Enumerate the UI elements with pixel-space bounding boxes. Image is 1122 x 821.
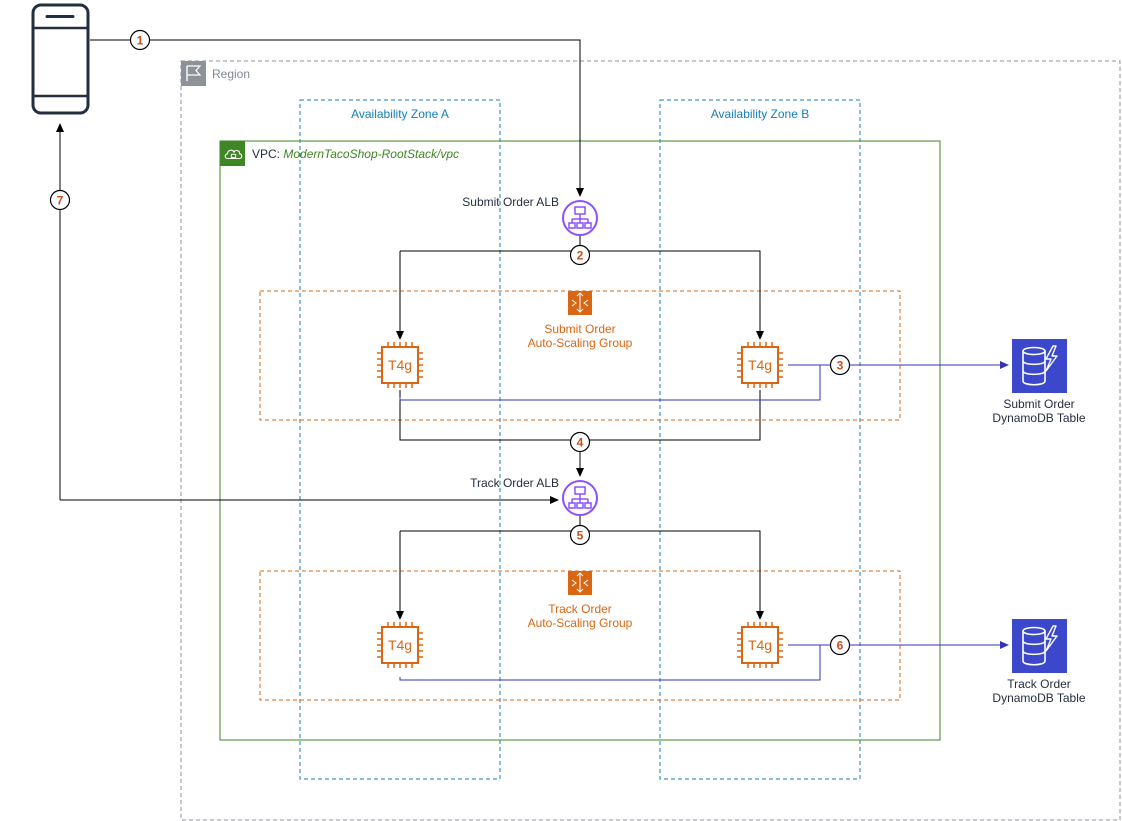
submit-order-alb: Submit Order ALB bbox=[462, 195, 598, 236]
data-lines bbox=[399, 361, 1009, 681]
step-marker-1: 1 bbox=[129, 29, 151, 51]
submit-table-label-line1: Submit Order bbox=[1003, 397, 1074, 411]
instance-type-label: T4g bbox=[388, 357, 412, 373]
track-asg-label-line1: Track Order bbox=[548, 602, 612, 616]
track-data-collect bbox=[399, 644, 821, 681]
region-label: Region bbox=[212, 67, 250, 81]
track-order-dynamodb-table: Track Order DynamoDB Table bbox=[992, 619, 1086, 705]
step-marker-3: 3 bbox=[829, 354, 851, 376]
submit-table-label-line2: DynamoDB Table bbox=[992, 411, 1085, 425]
availability-zone-b: Availability Zone B bbox=[659, 99, 861, 780]
region-flag-icon bbox=[181, 61, 206, 86]
flow-5-right bbox=[400, 530, 764, 620]
instance-type-label: T4g bbox=[388, 637, 412, 653]
submit-asg-label-line1: Submit Order bbox=[544, 322, 615, 336]
ec2-t4g-chip-icon bbox=[377, 622, 423, 668]
region-group: Region bbox=[180, 60, 1121, 821]
submit-data-collect bbox=[399, 364, 821, 401]
zone-a-label: Availability Zone A bbox=[351, 107, 449, 121]
step-number: 4 bbox=[577, 436, 584, 450]
step-number: 5 bbox=[577, 529, 584, 543]
ec2-t4g-chip-icon bbox=[737, 342, 783, 388]
dynamodb-table-icon bbox=[1012, 619, 1067, 673]
application-load-balancer-icon bbox=[562, 200, 598, 236]
zone-b-label: Availability Zone B bbox=[711, 107, 810, 121]
track-table-label-line1: Track Order bbox=[1007, 677, 1071, 691]
vpc-name: ModernTacoShop-RootStack/vpc bbox=[283, 147, 459, 161]
flow-lines bbox=[56, 39, 764, 620]
submit-asg-label-line2: Auto-Scaling Group bbox=[528, 336, 633, 350]
step-number: 3 bbox=[837, 359, 844, 373]
submit-order-asg: Submit Order Auto-Scaling Group bbox=[259, 290, 901, 421]
vpc-cloud-icon bbox=[220, 141, 245, 166]
ec2-t4g-chip-icon bbox=[737, 622, 783, 668]
flow-1-line bbox=[90, 39, 584, 197]
step-marker-6: 6 bbox=[829, 634, 851, 656]
submit-instance-b: T4g bbox=[737, 342, 783, 388]
submit-alb-label: Submit Order ALB bbox=[462, 195, 559, 209]
instance-type-label: T4g bbox=[748, 637, 772, 653]
ec2-t4g-chip-icon bbox=[377, 342, 423, 388]
step-number: 6 bbox=[837, 639, 844, 653]
dynamodb-table-icon bbox=[1012, 339, 1067, 393]
vpc-label-prefix: VPC: bbox=[252, 147, 283, 161]
track-alb-label: Track Order ALB bbox=[470, 476, 559, 490]
auto-scaling-icon bbox=[568, 571, 592, 595]
track-instance-b: T4g bbox=[737, 622, 783, 668]
step-marker-4: 4 bbox=[569, 431, 591, 453]
step-marker-2: 2 bbox=[569, 244, 591, 266]
submit-order-dynamodb-table: Submit Order DynamoDB Table bbox=[992, 339, 1086, 425]
track-order-asg: Track Order Auto-Scaling Group bbox=[259, 570, 901, 701]
track-asg-label-line2: Auto-Scaling Group bbox=[528, 616, 633, 630]
vpc-label: VPC: ModernTacoShop-RootStack/vpc bbox=[252, 147, 459, 161]
track-order-alb: Track Order ALB bbox=[470, 476, 598, 516]
auto-scaling-icon bbox=[568, 291, 592, 315]
step-marker-5: 5 bbox=[569, 524, 591, 546]
submit-instance-a: T4g bbox=[377, 342, 423, 388]
instance-type-label: T4g bbox=[748, 357, 772, 373]
step-number: 2 bbox=[577, 249, 584, 263]
track-table-label-line2: DynamoDB Table bbox=[992, 691, 1085, 705]
application-load-balancer-icon bbox=[562, 480, 598, 516]
step-marker-7: 7 bbox=[49, 189, 71, 211]
flow-2-right bbox=[400, 250, 764, 340]
step-number: 1 bbox=[137, 34, 144, 48]
mobile-phone-icon bbox=[31, 3, 90, 115]
step-number: 7 bbox=[57, 194, 64, 208]
track-instance-a: T4g bbox=[377, 622, 423, 668]
